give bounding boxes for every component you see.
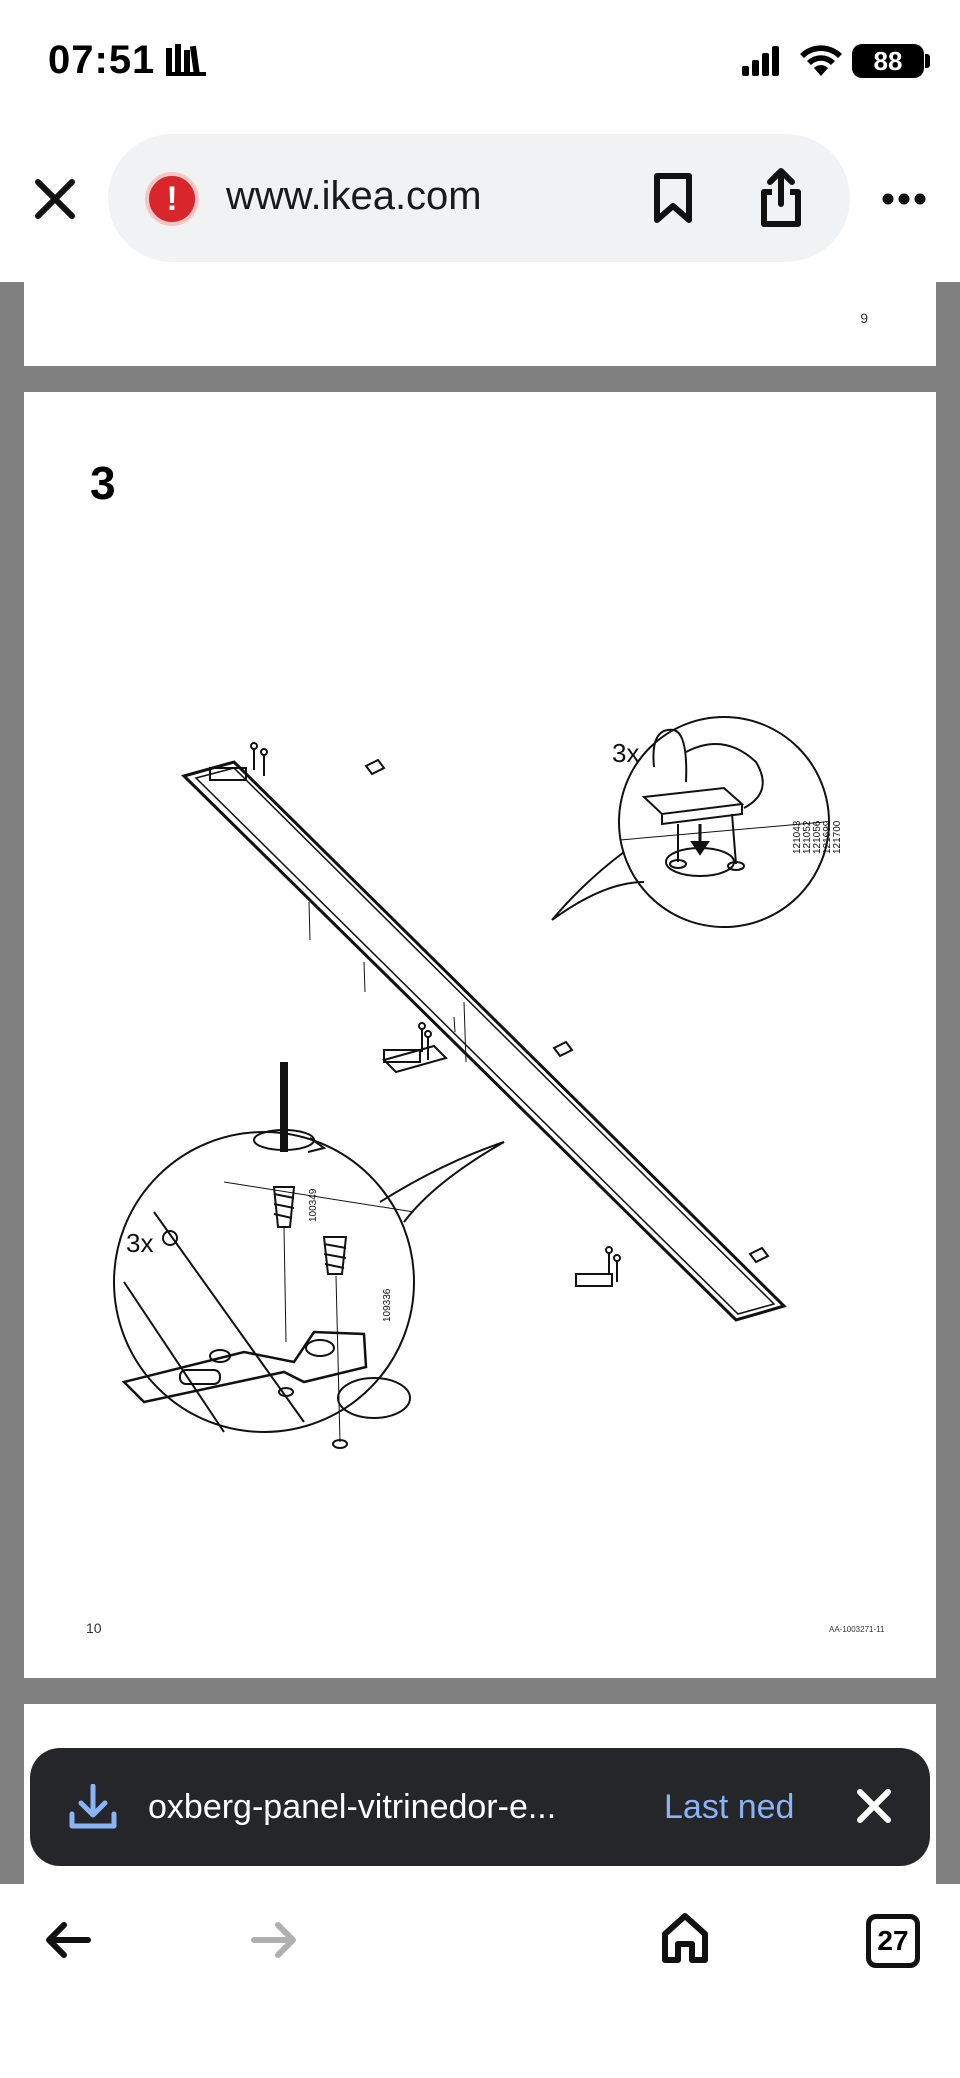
page-number: 10 [86, 1620, 102, 1636]
document-code: AA-1003271-11 [829, 1625, 885, 1634]
wifi-icon [800, 42, 842, 81]
part-number: 121700 [832, 820, 843, 854]
download-icon [68, 1783, 118, 1835]
download-button[interactable]: Last ned [664, 1788, 795, 1826]
cellular-signal-icon [742, 46, 782, 81]
pdf-viewer[interactable]: 9 3 [0, 282, 960, 1884]
battery-level: 88 [852, 44, 924, 78]
warning-icon[interactable]: ! [145, 172, 199, 226]
back-arrow-icon[interactable] [44, 1920, 92, 1965]
callout-top-quantity: 3x [612, 738, 639, 768]
assembly-illustration: 3x 3x 121043 121052 121056 121699 121700… [113, 716, 843, 1449]
callout-bottom-quantity: 3x [126, 1228, 153, 1258]
status-bar [0, 0, 960, 120]
page-number: 9 [860, 310, 868, 326]
document-page: 3 [24, 392, 936, 1678]
screw-part-number: 109336 [382, 1288, 393, 1322]
home-icon[interactable] [660, 1912, 710, 1969]
status-time: 07:51 [48, 38, 156, 82]
address-bar[interactable] [108, 134, 850, 262]
download-filename: oxberg-panel-vitrinedor-e... [148, 1788, 557, 1826]
step-number: 3 [90, 457, 116, 509]
tab-switcher-button[interactable]: 27 [866, 1914, 920, 1968]
battery-tip [925, 54, 930, 68]
share-icon[interactable] [758, 168, 804, 233]
part-number: 121052 [802, 820, 813, 854]
close-icon[interactable] [856, 1788, 892, 1829]
books-icon [166, 44, 206, 81]
screw-part-number: 100349 [308, 1188, 319, 1222]
more-icon[interactable] [882, 192, 926, 210]
url-text[interactable]: www.ikea.com [226, 174, 482, 218]
download-bar [30, 1748, 930, 1866]
document-page-previous: 9 [24, 282, 936, 366]
bookmark-icon[interactable] [652, 172, 694, 229]
part-number: 121043 [792, 820, 803, 854]
bottom-navigation [0, 1884, 960, 2078]
part-number: 121056 [812, 820, 823, 854]
part-number: 121699 [822, 820, 833, 854]
close-icon[interactable] [34, 178, 76, 220]
forward-arrow-icon[interactable] [250, 1920, 298, 1965]
